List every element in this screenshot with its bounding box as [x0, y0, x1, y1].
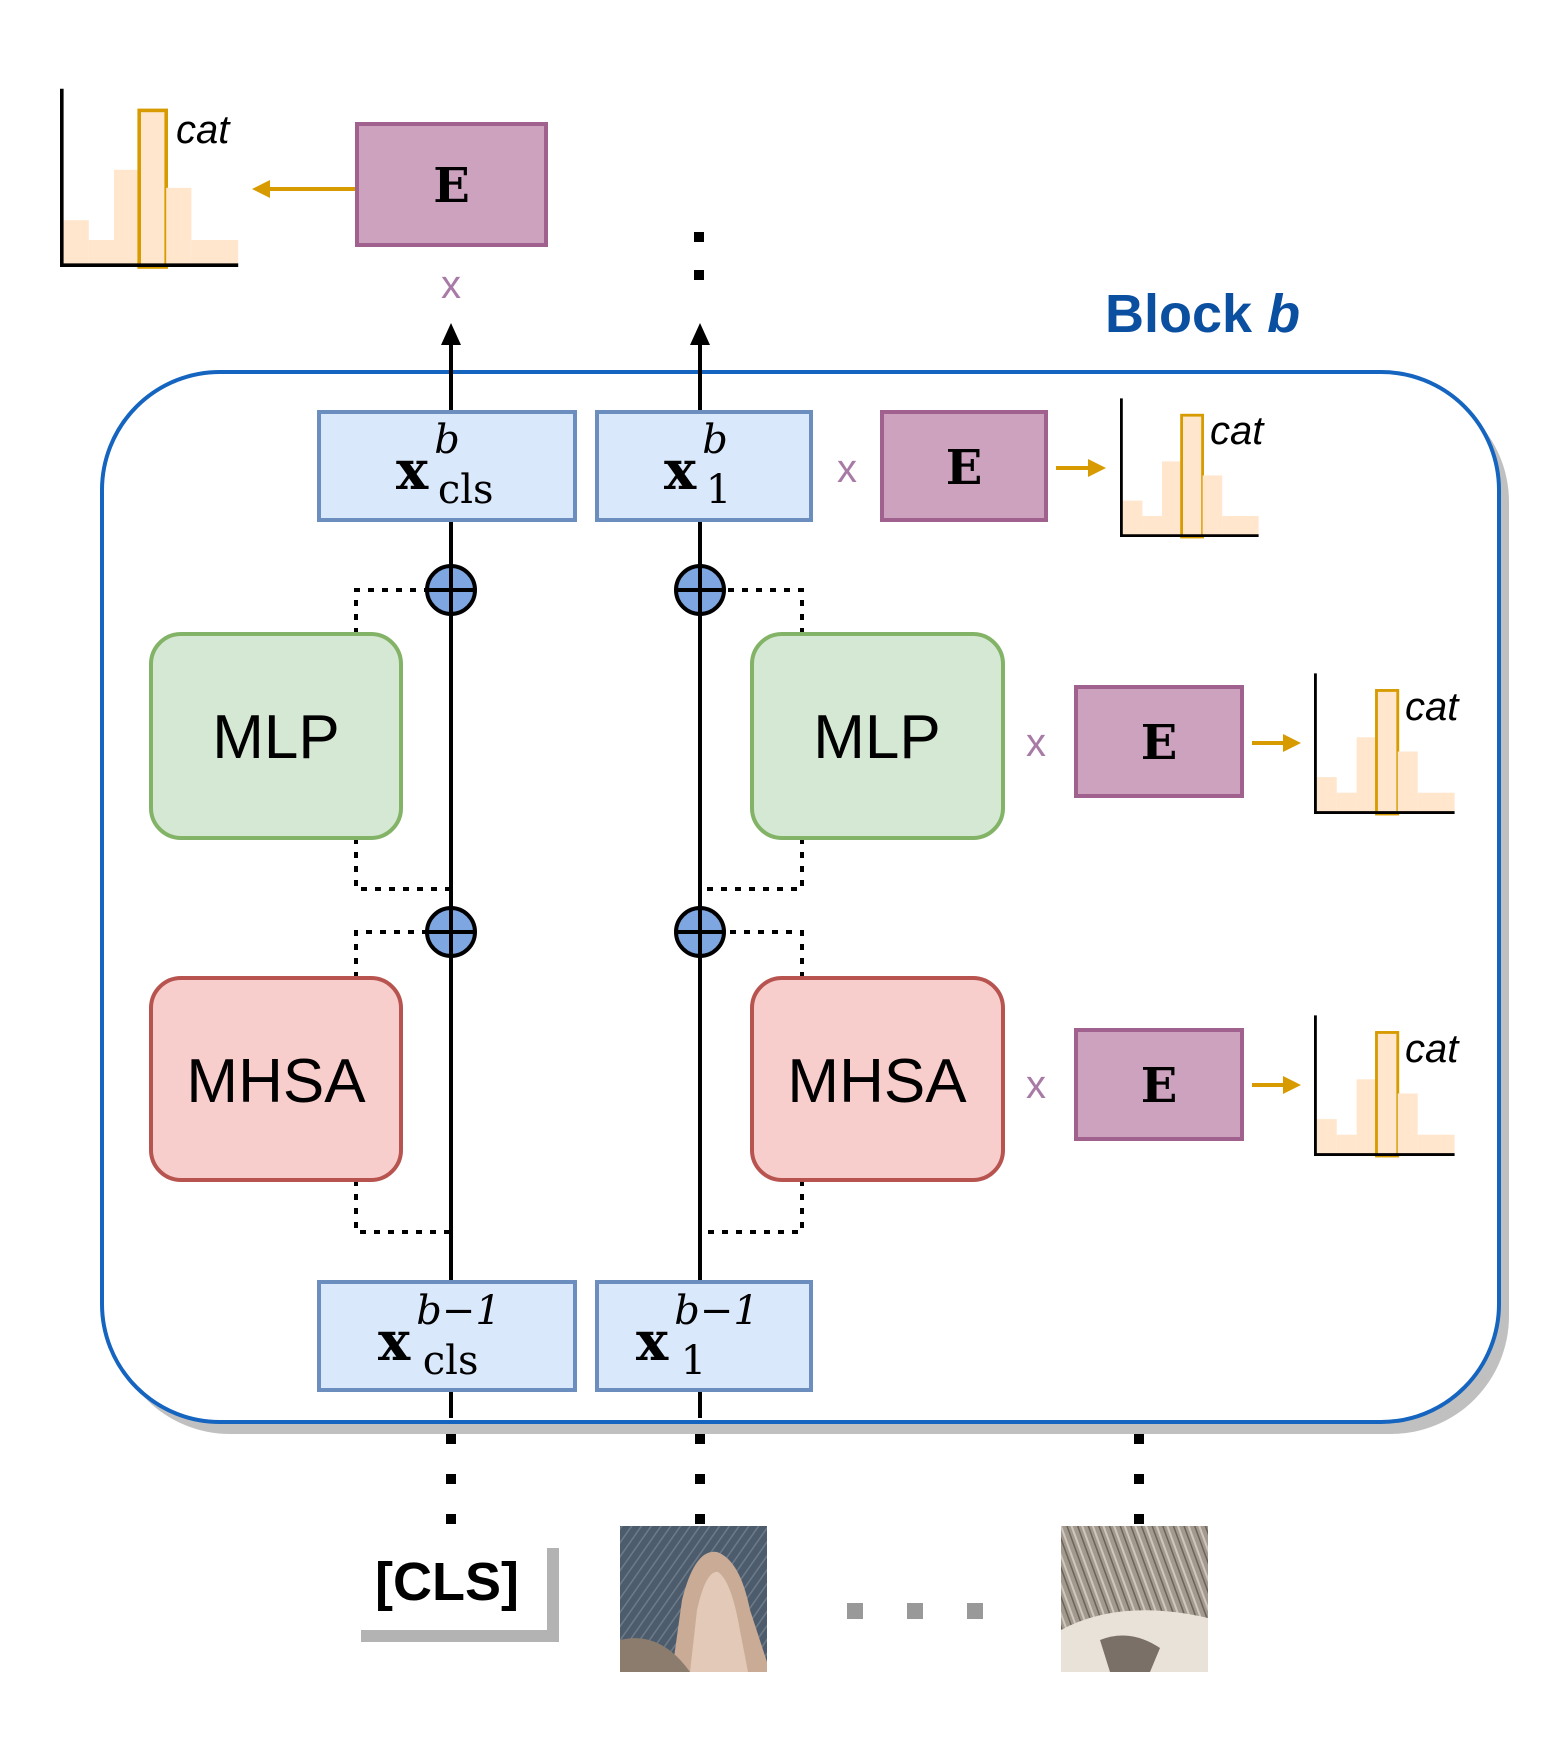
arrowhead-cls-up	[441, 323, 461, 345]
mlp-box-right	[750, 632, 1005, 840]
histogram-label-out: cat	[1210, 409, 1265, 453]
cls-token-label: [CLS]	[375, 1552, 519, 1612]
input-dots-patch1	[695, 1434, 705, 1524]
block-title: Block b	[1105, 284, 1300, 344]
e-box-mlp	[1074, 685, 1244, 798]
residual-mlp-left	[354, 588, 451, 891]
histogram-label-mhsa: cat	[1405, 1027, 1460, 1071]
arrowhead-patch-up	[690, 323, 710, 345]
token-cls-out	[317, 410, 577, 522]
residual-mhsa-left	[354, 930, 451, 1234]
cat-fur-patch	[1061, 1526, 1208, 1672]
block-container	[100, 370, 1501, 1424]
ellipsis-dot	[694, 232, 704, 242]
e-box-top	[355, 122, 548, 247]
mhsa-box-right	[750, 976, 1005, 1182]
multiply-mlp: x	[1026, 721, 1046, 765]
e-label-top: E	[433, 158, 470, 214]
cls-token-shadow	[361, 1548, 559, 1642]
arrowhead-mlp-hist	[1283, 734, 1301, 752]
ellipsis-dot	[694, 270, 704, 280]
arrowhead-out-hist	[1088, 459, 1106, 477]
multiply-mhsa: x	[1026, 1063, 1046, 1107]
token-cls-in	[317, 1280, 577, 1392]
multiply-out: x	[837, 447, 857, 491]
mlp-label-left: MLP	[212, 703, 339, 772]
mhsa-label-left: MHSA	[186, 1047, 366, 1116]
input-dots-cls	[446, 1434, 456, 1524]
e-box-out	[880, 410, 1048, 522]
residual-mhsa-right	[700, 930, 804, 1234]
add-node-patch-mlp	[674, 564, 726, 616]
histogram-label-mlp: cat	[1405, 685, 1460, 729]
add-node-cls-mlp	[425, 564, 477, 616]
mlp-box-left	[149, 632, 403, 840]
mhsa-box-left	[149, 976, 403, 1182]
multiply-top: x	[441, 263, 461, 307]
histogram-label-top-left: cat	[176, 108, 231, 152]
residual-mlp-right	[700, 588, 804, 891]
arrowhead-top-hist	[252, 180, 270, 198]
arrowhead-mhsa-hist	[1283, 1076, 1301, 1094]
add-node-patch-mhsa	[674, 906, 726, 958]
token-patch-in	[595, 1280, 813, 1392]
add-node-cls-mhsa	[425, 906, 477, 958]
e-label-mhsa: E	[1141, 1058, 1178, 1114]
token-patch-out	[595, 410, 813, 522]
patch-ellipsis	[847, 1603, 983, 1619]
cat-ear-patch	[620, 1526, 767, 1672]
mlp-label-right: MLP	[813, 703, 940, 772]
mhsa-label-right: MHSA	[787, 1047, 967, 1116]
input-dots-patchN	[1134, 1434, 1144, 1524]
e-label-out: E	[946, 440, 983, 496]
e-box-mhsa	[1074, 1028, 1244, 1141]
e-label-mlp: E	[1141, 715, 1178, 771]
